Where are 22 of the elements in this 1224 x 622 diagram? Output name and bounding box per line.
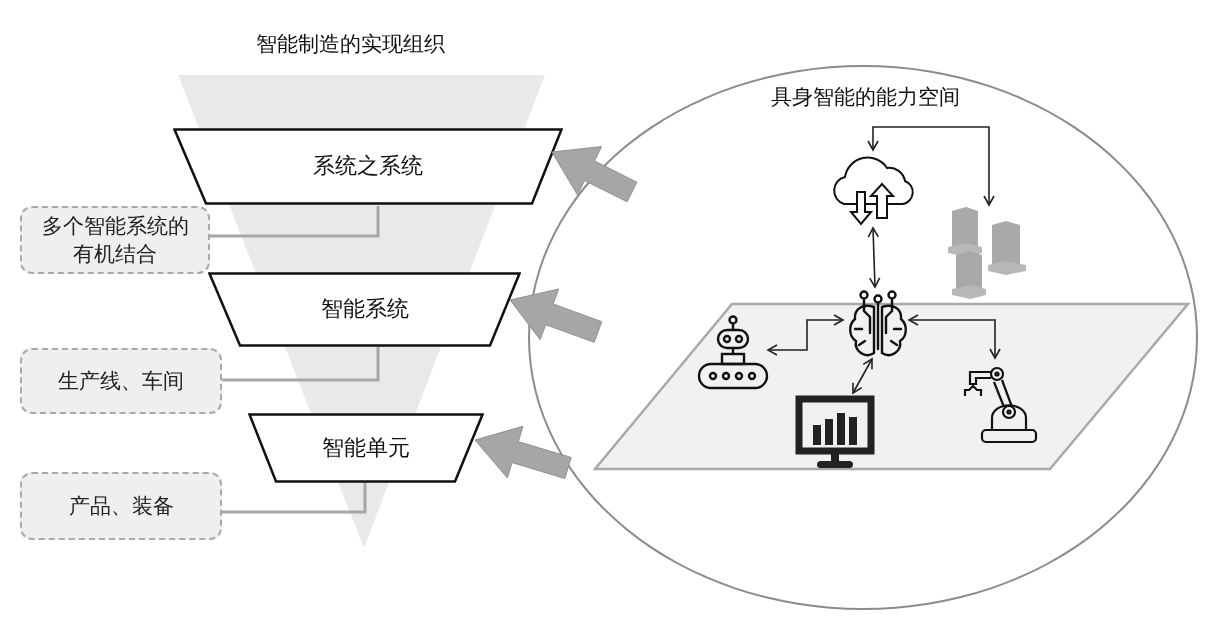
heading-text: 智能制造的实现组织 <box>254 31 446 58</box>
tier-label: 智能单元 <box>322 434 410 462</box>
note-text: 生产线、车间 <box>58 367 184 395</box>
double-arrow <box>852 358 873 394</box>
note-text: 产品、装备 <box>68 492 174 520</box>
leader-line <box>222 347 380 382</box>
leader-line <box>210 206 380 238</box>
leader-line <box>222 483 367 514</box>
double-arrow <box>867 227 881 288</box>
tier-label: 智能系统 <box>320 296 409 323</box>
heading-text: 具身智能的能力空间 <box>769 84 961 111</box>
block-arrow <box>509 288 603 343</box>
double-arrow <box>867 126 995 206</box>
tier-label: 系统之系统 <box>313 153 423 180</box>
tier-trapezoid <box>173 128 563 205</box>
block-arrow <box>474 425 572 479</box>
double-arrow <box>767 314 844 356</box>
note-text: 多个智能系统的有机结合 <box>40 212 190 268</box>
double-arrow <box>908 314 1001 359</box>
block-arrow <box>551 146 638 203</box>
tier-trapezoid <box>248 413 484 483</box>
tier-trapezoid <box>208 272 521 347</box>
